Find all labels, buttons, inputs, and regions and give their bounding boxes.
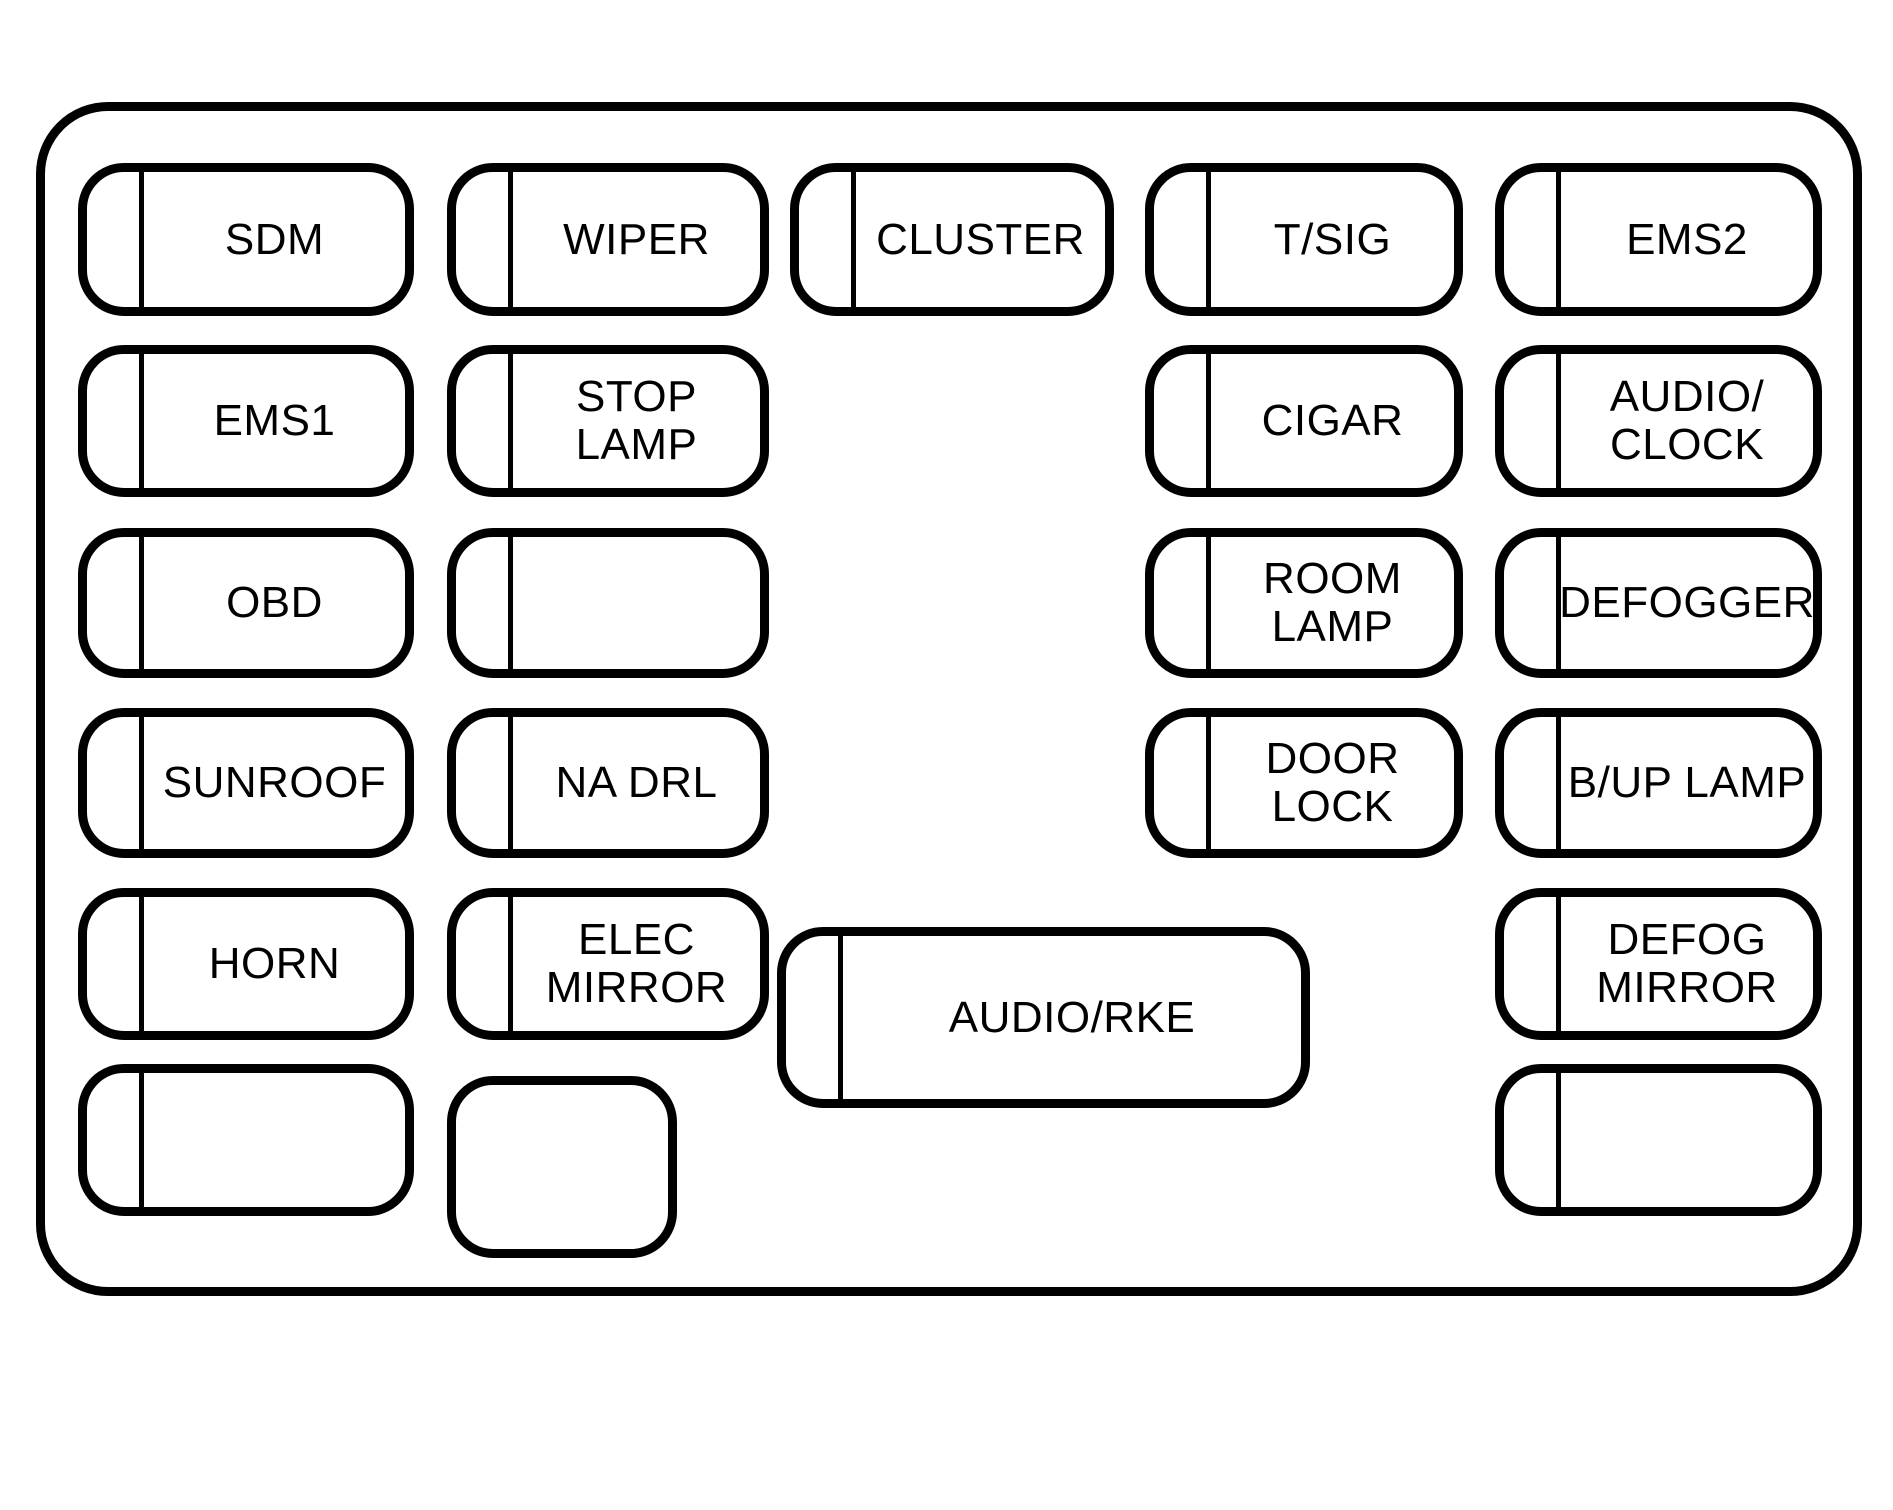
fuse-divider-line xyxy=(508,897,513,1031)
fuse-divider-line xyxy=(1206,537,1211,669)
fuse-divider-line xyxy=(1206,354,1211,488)
fuse-label: WIPER xyxy=(513,172,760,307)
fuse-label-line: CLUSTER xyxy=(876,214,1085,264)
fuse-label: AUDIO/RKE xyxy=(843,936,1301,1099)
fuse-label: EMS2 xyxy=(1561,172,1813,307)
fuse-slot-sdm: SDM xyxy=(78,163,414,316)
fuse-label: EMS1 xyxy=(144,354,405,488)
fuse-slot-ems1: EMS1 xyxy=(78,345,414,497)
fuse-divider-line xyxy=(1556,1073,1561,1207)
fuse-label: T/SIG xyxy=(1211,172,1454,307)
fuse-divider-line xyxy=(838,936,843,1099)
fuse-label-line: LOCK xyxy=(1271,782,1394,831)
fuse-divider-line xyxy=(1206,172,1211,307)
fuse-label-line: AUDIO/RKE xyxy=(948,992,1196,1042)
fuse-divider-line xyxy=(139,172,144,307)
fuse-label-line: ROOM xyxy=(1263,554,1402,604)
fuse-divider-line xyxy=(139,1073,144,1207)
fuse-slot-wiper: WIPER xyxy=(447,163,769,316)
fuse-label: DEFOGGER xyxy=(1559,537,1815,669)
fuse-divider-line xyxy=(508,172,513,307)
fuse-divider-line xyxy=(1556,172,1561,307)
fuse-label: CIGAR xyxy=(1211,354,1454,488)
fuse-slot-na-drl: NA DRL xyxy=(447,708,769,858)
fuse-divider-line xyxy=(851,172,856,307)
fuse-label: OBD xyxy=(144,537,405,669)
fuse-label-line: SDM xyxy=(224,214,325,264)
fuse-label-line: ELEC xyxy=(578,915,695,965)
fuse-slot-sunroof: SUNROOF xyxy=(78,708,414,858)
fuse-label xyxy=(456,1085,668,1249)
fuse-label-line: NA DRL xyxy=(555,758,718,808)
fuse-label: SUNROOF xyxy=(144,717,405,849)
fuse-divider-line xyxy=(1206,717,1211,849)
fuse-slot-obd: OBD xyxy=(78,528,414,678)
fuse-divider-line xyxy=(1556,354,1561,488)
fuse-label: HORN xyxy=(144,897,405,1031)
fuse-label xyxy=(144,1073,405,1207)
fuse-label-line: LAMP xyxy=(1271,602,1394,651)
fuse-label xyxy=(513,537,760,669)
fuse-label-line: CLOCK xyxy=(1609,420,1765,469)
fuse-label-line: WIPER xyxy=(563,214,710,264)
fuse-slot-cigar: CIGAR xyxy=(1145,345,1463,497)
fuse-slot-audio-clock: AUDIO/CLOCK xyxy=(1495,345,1822,497)
fuse-label-line: DEFOG xyxy=(1607,915,1767,965)
fuse-label xyxy=(1561,1073,1813,1207)
fuse-label-line: MIRROR xyxy=(545,963,728,1012)
fuse-slot-t-sig: T/SIG xyxy=(1145,163,1463,316)
fuse-slot-empty-bottom-mid xyxy=(447,1076,677,1258)
fuse-label-line: CIGAR xyxy=(1261,396,1404,446)
fuse-label-line: LAMP xyxy=(575,420,698,469)
fuse-label: B/UP LAMP xyxy=(1561,717,1813,849)
fuse-slot-defogger: DEFOGGER xyxy=(1495,528,1822,678)
fuse-label-line: T/SIG xyxy=(1273,214,1392,264)
fuse-label-line: AUDIO/ xyxy=(1609,372,1765,422)
fuse-divider-line xyxy=(139,354,144,488)
fuse-slot-cluster: CLUSTER xyxy=(790,163,1114,316)
fuse-divider-line xyxy=(1556,537,1561,669)
fuse-label-line: EMS2 xyxy=(1626,214,1748,264)
fuse-slot-empty-bottom-left xyxy=(78,1064,414,1216)
fuse-divider-line xyxy=(508,537,513,669)
fuse-label: AUDIO/CLOCK xyxy=(1561,354,1813,488)
fuse-label: CLUSTER xyxy=(856,172,1105,307)
fuse-label-line: HORN xyxy=(208,939,341,989)
fuse-label: NA DRL xyxy=(513,717,760,849)
fuse-label-line: EMS1 xyxy=(213,396,336,446)
fuse-slot-audio-rke: AUDIO/RKE xyxy=(777,927,1310,1108)
fuse-slot-ems2: EMS2 xyxy=(1495,163,1822,316)
fuse-label-line: B/UP LAMP xyxy=(1567,758,1807,808)
fuse-divider-line xyxy=(1556,717,1561,849)
fuse-label-line: DEFOGGER xyxy=(1559,578,1815,628)
fuse-slot-empty-upper-mid xyxy=(447,528,769,678)
fuse-label-line: DOOR xyxy=(1265,734,1400,784)
fuse-slot-b-up-lamp: B/UP LAMP xyxy=(1495,708,1822,858)
fuse-divider-line xyxy=(139,717,144,849)
fuse-divider-line xyxy=(508,717,513,849)
fuse-slot-empty-bottom-right xyxy=(1495,1064,1822,1216)
fuse-label-line: SUNROOF xyxy=(162,758,387,808)
fuse-label: SDM xyxy=(144,172,405,307)
fuse-divider-line xyxy=(1556,897,1561,1031)
fuse-divider-line xyxy=(139,537,144,669)
fuse-label-line: OBD xyxy=(226,578,323,628)
fuse-divider-line xyxy=(508,354,513,488)
fuse-divider-line xyxy=(139,897,144,1031)
fuse-label-line: MIRROR xyxy=(1596,963,1778,1012)
fuse-label-line: STOP xyxy=(575,372,697,422)
fuse-slot-horn: HORN xyxy=(78,888,414,1040)
